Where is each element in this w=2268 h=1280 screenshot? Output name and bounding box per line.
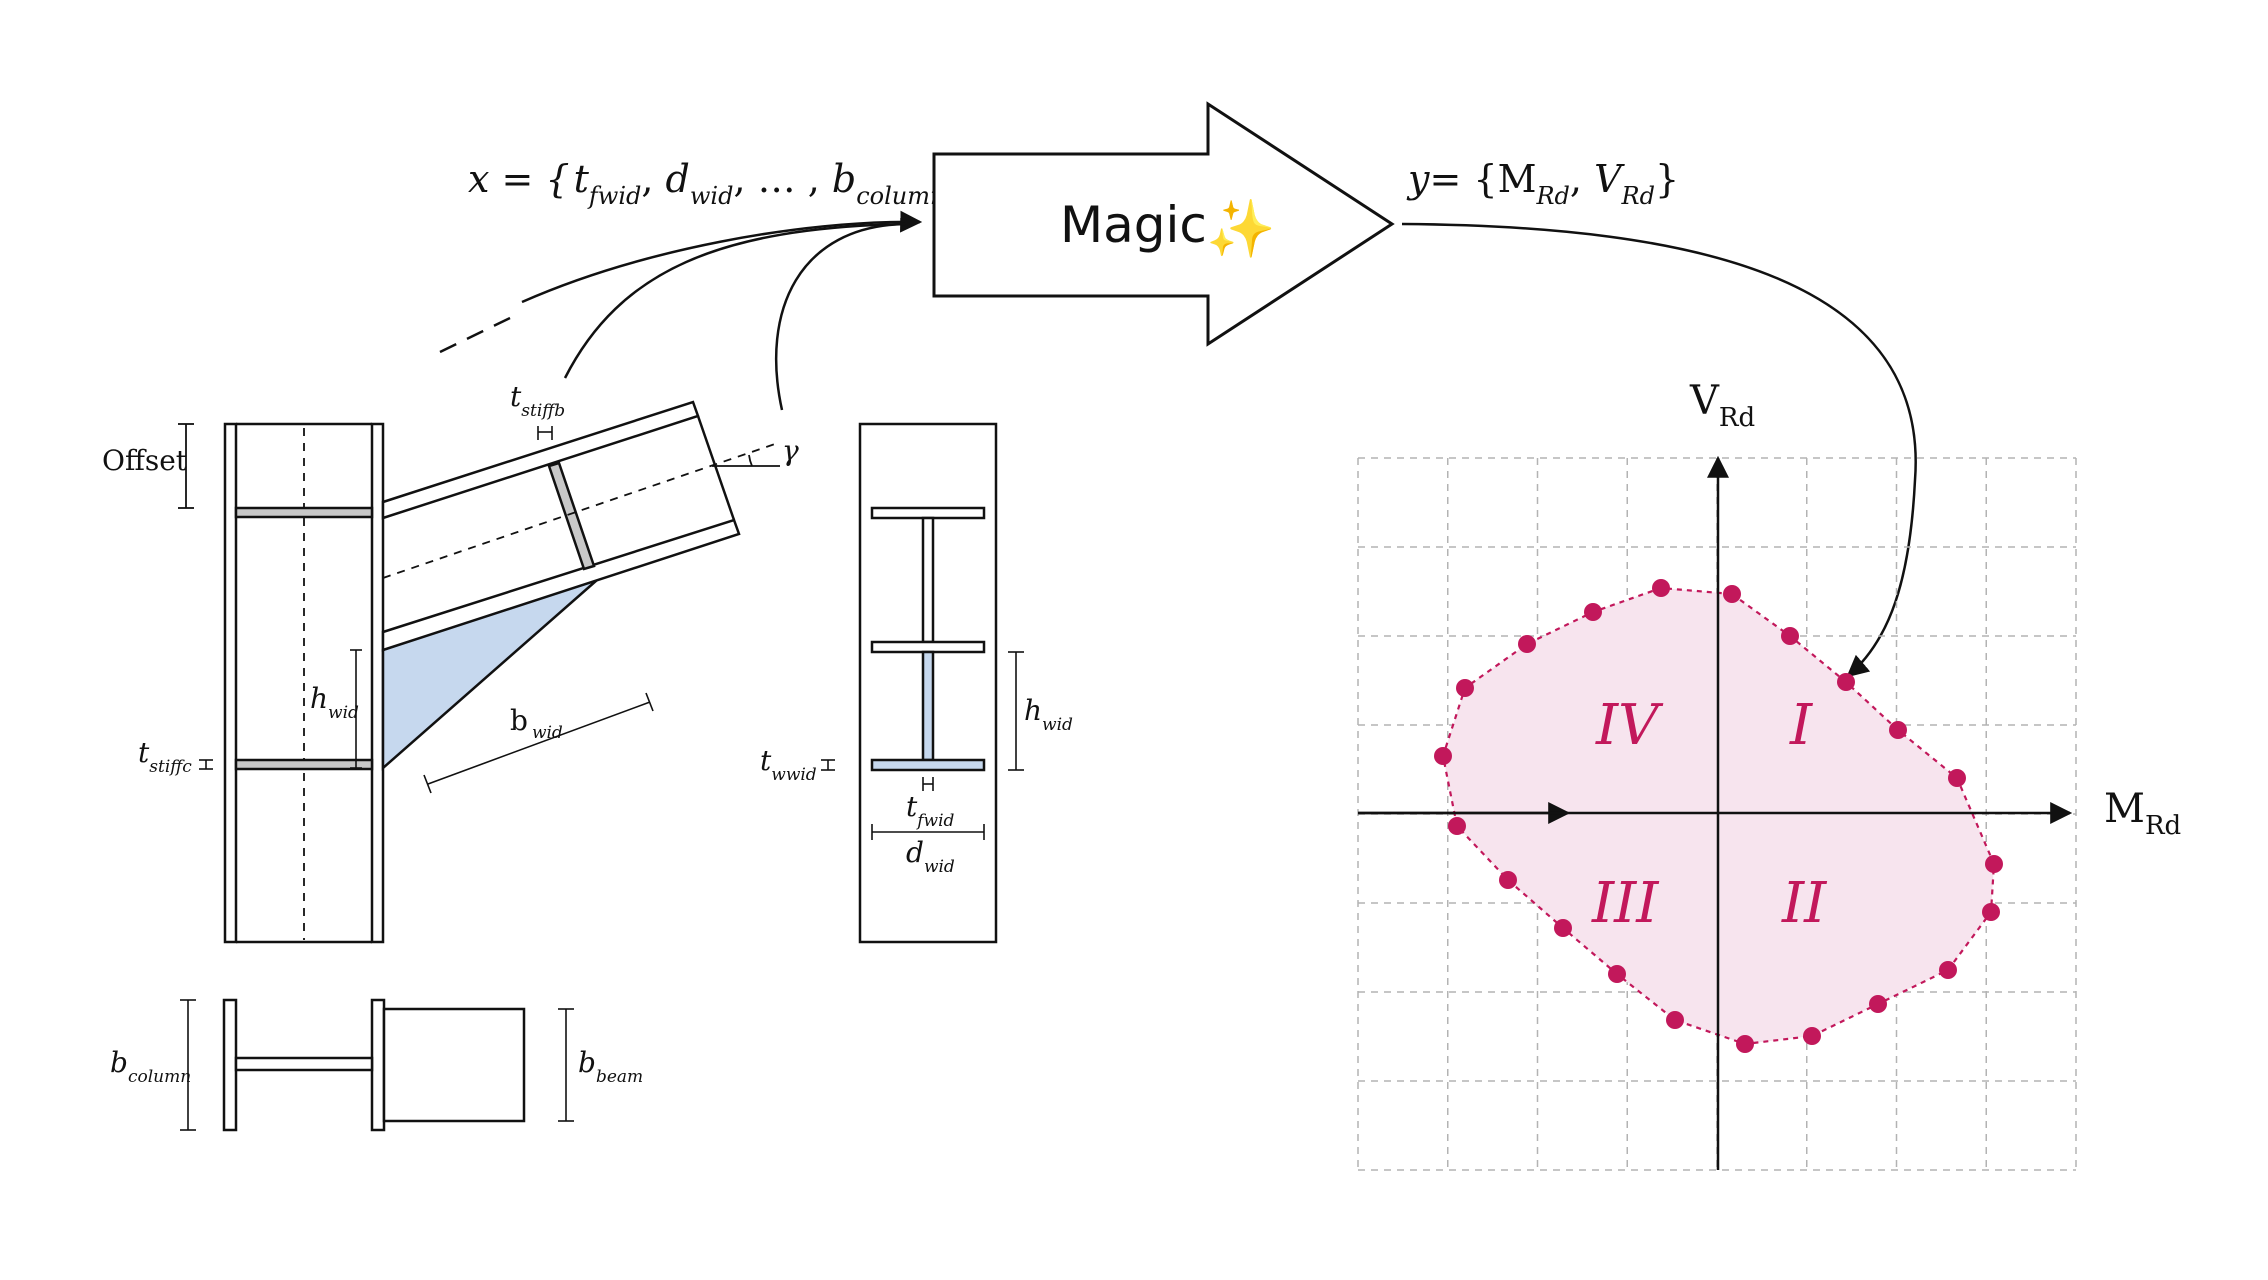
b-column-label: bcolumn <box>110 1046 191 1087</box>
envelope-point <box>1608 965 1626 983</box>
m-rd-axis-label: MRd <box>2104 786 2181 841</box>
h-wid-label: hwid <box>310 682 359 723</box>
d-wid-label: dwid <box>906 836 955 877</box>
input-equation: x = {tfwid, dwid, … , bcolumn} <box>468 157 976 210</box>
envelope-point <box>1584 603 1602 621</box>
envelope-point <box>1837 673 1855 691</box>
plan-view <box>222 998 526 1132</box>
envelope-point <box>1982 903 2000 921</box>
envelope-point <box>1518 635 1536 653</box>
t-wwid-label: twwid <box>760 744 817 785</box>
interaction-envelope-line <box>1441 586 1996 1046</box>
envelope-point <box>1666 1011 1684 1029</box>
envelope-point <box>1434 747 1452 765</box>
input-flow-curves <box>439 210 923 411</box>
envelope-point <box>1554 919 1572 937</box>
envelope-point <box>1781 627 1799 645</box>
envelope-point <box>1889 721 1907 739</box>
envelope-point <box>1939 961 1957 979</box>
b-beam-label: bbeam <box>578 1046 643 1087</box>
b-beam-dimension <box>558 1008 574 1122</box>
envelope-point <box>1985 855 2003 873</box>
quadrant-label-iv: IV <box>1595 693 1664 758</box>
d-wid-dimension <box>871 824 985 840</box>
offset-dimension <box>178 423 194 509</box>
envelope-points <box>1434 579 2003 1053</box>
envelope-point <box>1448 817 1466 835</box>
column-beam-elevation <box>223 400 780 944</box>
envelope-point <box>1456 679 1474 697</box>
t-fwid-dimension <box>922 777 934 791</box>
h-wid-section-dimension <box>1008 651 1024 771</box>
gamma-label: γ <box>782 434 799 467</box>
t-stiffc-dimension <box>199 759 213 770</box>
quadrant-label-i: I <box>1789 693 1814 758</box>
h-wid-dimension <box>350 649 362 769</box>
t-wwid-dimension <box>821 759 835 771</box>
sparkles-icon: ✨ <box>1206 197 1276 262</box>
envelope-point <box>1723 585 1741 603</box>
b-column-dimension <box>180 999 196 1131</box>
envelope-point <box>1803 1027 1821 1045</box>
output-equation: y= {MRd, VRd} <box>1406 157 1679 210</box>
beam-cross-section <box>858 422 998 944</box>
b-wid-dimension <box>423 692 654 794</box>
t-fwid-label: tfwid <box>906 790 955 831</box>
envelope-point <box>1499 871 1517 889</box>
magic-block-arrow <box>932 101 1395 347</box>
offset-label: Offset <box>102 444 188 477</box>
envelope-point <box>1652 579 1670 597</box>
envelope-point <box>1736 1035 1754 1053</box>
v-rd-axis-label: VRd <box>1689 378 1755 433</box>
envelope-point <box>1948 769 1966 787</box>
magic-label: Magic <box>1060 196 1207 254</box>
output-flow-curve <box>1401 222 1917 678</box>
quadrant-label-ii: II <box>1781 871 1828 936</box>
t-stiffb-label: tstiffb <box>510 380 565 421</box>
h-wid-section-label: hwid <box>1024 694 1073 735</box>
quadrant-label-iii: III <box>1591 871 1660 936</box>
plot-axes <box>1358 455 2073 1170</box>
t-stiffc-label: tstiffc <box>138 736 192 777</box>
envelope-point <box>1869 995 1887 1013</box>
t-stiffb-dimension <box>537 426 553 440</box>
